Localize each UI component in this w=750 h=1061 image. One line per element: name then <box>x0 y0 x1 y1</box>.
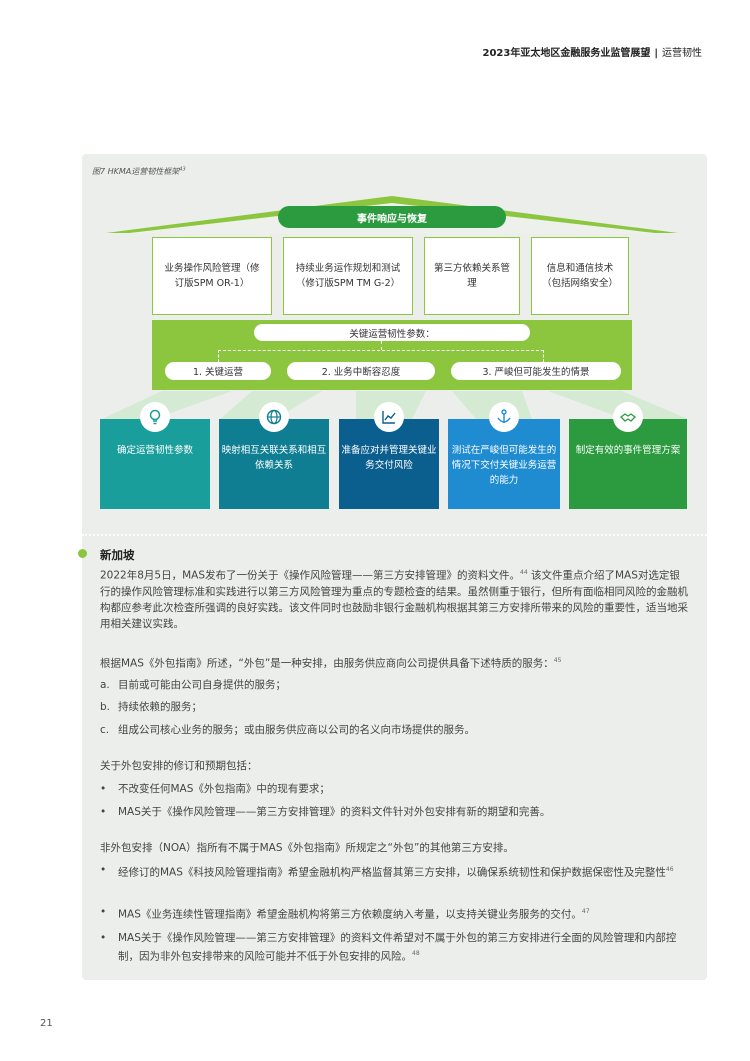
param-impact-tolerance: 2. 业务中断容忍度 <box>287 362 435 380</box>
pillar-4: 信息和通信技术（包括网络安全） <box>531 237 629 315</box>
page-header: 2023年亚太地区金融服务业监管展望|运营韧性 <box>482 48 703 59</box>
param-critical-operations: 1. 关键运营 <box>165 362 271 380</box>
line-chart-icon <box>374 402 404 432</box>
page-number: 21 <box>40 1018 53 1029</box>
roof-label: 事件响应与恢复 <box>278 206 506 228</box>
base-define-parameters: 确定运营韧性参数 <box>100 419 210 509</box>
parameters-bracket <box>218 350 544 362</box>
param-severe-scenarios: 3. 严峻但可能发生的情景 <box>451 362 621 380</box>
outsourcing-definition: 根据MAS《外包指南》所述，“外包”是一种安排，由服务供应商向公司提供具备下述特… <box>100 657 562 670</box>
base-testing: 测试在严峻但可能发生的情况下交付关键业务运营的能力 <box>448 419 560 509</box>
base-prepare: 准备应对并管理关键业务交付风险 <box>339 419 439 509</box>
globe-icon <box>259 402 289 432</box>
section-name: 运营韧性 <box>662 48 702 59</box>
noa-definition: 非外包安排（NOA）指所有不属于MAS《外包指南》所规定之“外包”的其他第三方安… <box>100 842 514 854</box>
footnote-44: 44 <box>520 569 528 576</box>
footnote-45: 45 <box>553 657 562 664</box>
report-title: 2023年亚太地区金融服务业监管展望 <box>482 48 651 59</box>
revisions-intro: 关于外包安排的修订和预期包括： <box>100 760 258 772</box>
caption-footnote: 43 <box>179 166 186 173</box>
handshake-icon <box>613 402 643 432</box>
intro-paragraph: 2022年8月5日，MAS发布了一份关于《操作风险管理——第三方安排管理》的资料… <box>100 569 688 630</box>
section-marker-icon <box>78 549 87 558</box>
anchor-icon <box>489 402 519 432</box>
bracket-stem <box>381 341 382 350</box>
footnote-48: 48 <box>412 950 420 957</box>
footnote-46: 46 <box>665 866 674 873</box>
base-incident-management: 制定有效的事件管理方案 <box>569 419 687 509</box>
parameters-title: 关键运营韧性参数： <box>254 324 530 341</box>
section-divider <box>82 534 707 536</box>
pillar-2: 持续业务运作规划和测试（修订版SPM TM G-2） <box>283 237 413 315</box>
base-mapping: 映射相互关联关系和相互依赖关系 <box>219 419 329 509</box>
footnote-47: 47 <box>581 908 590 915</box>
figure-caption: 图7 HKMA运营韧性框架43 <box>92 166 186 176</box>
section-title: 新加坡 <box>100 548 135 562</box>
lightbulb-icon <box>140 402 170 432</box>
pillar-1: 业务操作风险管理（修订版SPM OR-1） <box>152 237 272 315</box>
pillar-3: 第三方依赖关系管理 <box>424 237 520 315</box>
